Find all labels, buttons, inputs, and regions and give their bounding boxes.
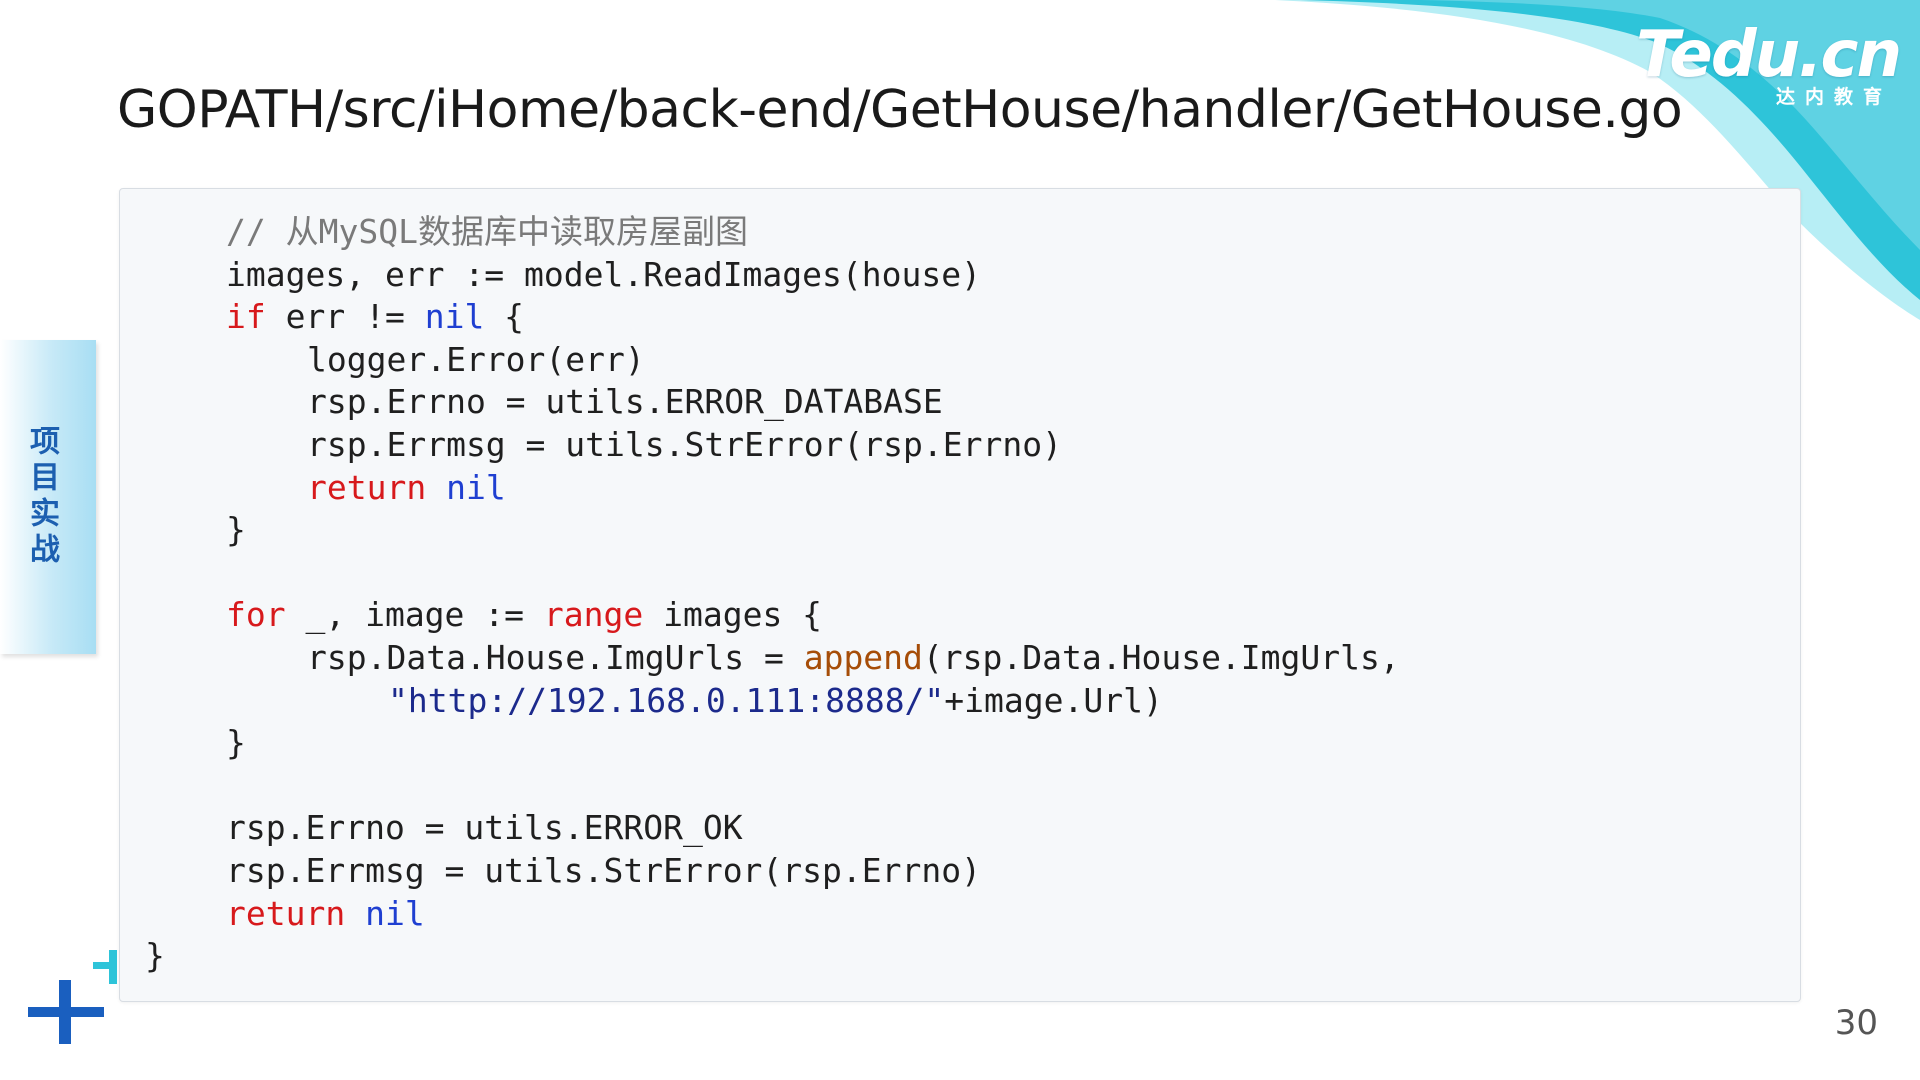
code-line: } — [145, 509, 1400, 552]
code-token: logger.Error(err) — [307, 339, 645, 379]
code-token: nil — [365, 893, 425, 933]
code-token: return — [307, 467, 427, 507]
plus-decoration-icon — [28, 980, 104, 1044]
code-line: rsp.Errno = utils.ERROR_DATABASE — [145, 381, 1400, 424]
code-token: rsp.Errmsg = utils.StrError(rsp.Errno) — [307, 424, 1062, 464]
code-token: images { — [643, 595, 823, 635]
code-token: nil — [446, 467, 506, 507]
code-token: "http://192.168.0.111:8888/" — [388, 680, 945, 720]
code-line: logger.Error(err) — [145, 339, 1400, 382]
code-token: for — [226, 595, 286, 635]
code-token: if — [226, 297, 266, 337]
header-swoosh-decoration — [1275, 0, 1920, 320]
side-section-tab: 项目实战 — [0, 340, 96, 654]
code-token: { — [484, 297, 525, 337]
logo-wordmark: Tedu.cn — [1636, 18, 1902, 92]
code-line: if err != nil { — [145, 296, 1400, 339]
page-number: 30 — [1834, 1003, 1878, 1043]
code-token: nil — [424, 297, 485, 337]
code-line: rsp.Errno = utils.ERROR_OK — [145, 807, 1400, 850]
code-line: // 从MySQL数据库中读取房屋副图 — [145, 211, 1400, 254]
code-token: } — [226, 723, 246, 763]
code-token — [345, 894, 365, 933]
code-line: images, err := model.ReadImages(house) — [145, 254, 1400, 297]
code-token: range — [543, 595, 644, 635]
slide-title: GOPATH/src/iHome/back-end/GetHouse/handl… — [117, 80, 1683, 140]
tedu-logo: Tedu.cn 达内教育 — [1636, 18, 1902, 118]
small-plus-decoration-icon — [93, 950, 117, 984]
code-line: "http://192.168.0.111:8888/"+image.Url) — [145, 680, 1400, 723]
code-token: } — [145, 936, 165, 976]
code-line: return nil — [145, 893, 1400, 936]
code-token: rsp.Errno = utils.ERROR_DATABASE — [307, 382, 943, 422]
code-token: return — [226, 893, 346, 933]
code-line: rsp.Data.House.ImgUrls = append(rsp.Data… — [145, 637, 1400, 680]
code-line — [145, 552, 1400, 595]
code-token: append — [803, 637, 923, 677]
code-token: rsp.Errmsg = utils.StrError(rsp.Errno) — [226, 850, 981, 890]
code-token: +image.Url) — [944, 680, 1163, 720]
code-token: // 从MySQL数据库中读取房屋副图 — [226, 212, 748, 251]
code-token: rsp.Data.House.ImgUrls = — [307, 637, 804, 677]
code-token: rsp.Errno = utils.ERROR_OK — [226, 808, 743, 848]
code-line: rsp.Errmsg = utils.StrError(rsp.Errno) — [145, 850, 1400, 893]
code-line: } — [145, 935, 1400, 978]
code-line: rsp.Errmsg = utils.StrError(rsp.Errno) — [145, 424, 1400, 467]
code-line: for _, image := range images { — [145, 594, 1400, 637]
code-line: } — [145, 722, 1400, 765]
side-section-label: 项目实战 — [24, 425, 59, 569]
code-token — [426, 468, 446, 507]
code-line: return nil — [145, 467, 1400, 510]
code-token: (rsp.Data.House.ImgUrls, — [922, 637, 1400, 677]
code-token: _, image := — [285, 595, 544, 635]
code-token: } — [226, 510, 246, 550]
code-line — [145, 765, 1400, 808]
code-token: images, err := model.ReadImages(house) — [226, 254, 981, 294]
code-token: err != — [265, 297, 425, 337]
logo-subtitle: 达内教育 — [1775, 86, 1892, 108]
